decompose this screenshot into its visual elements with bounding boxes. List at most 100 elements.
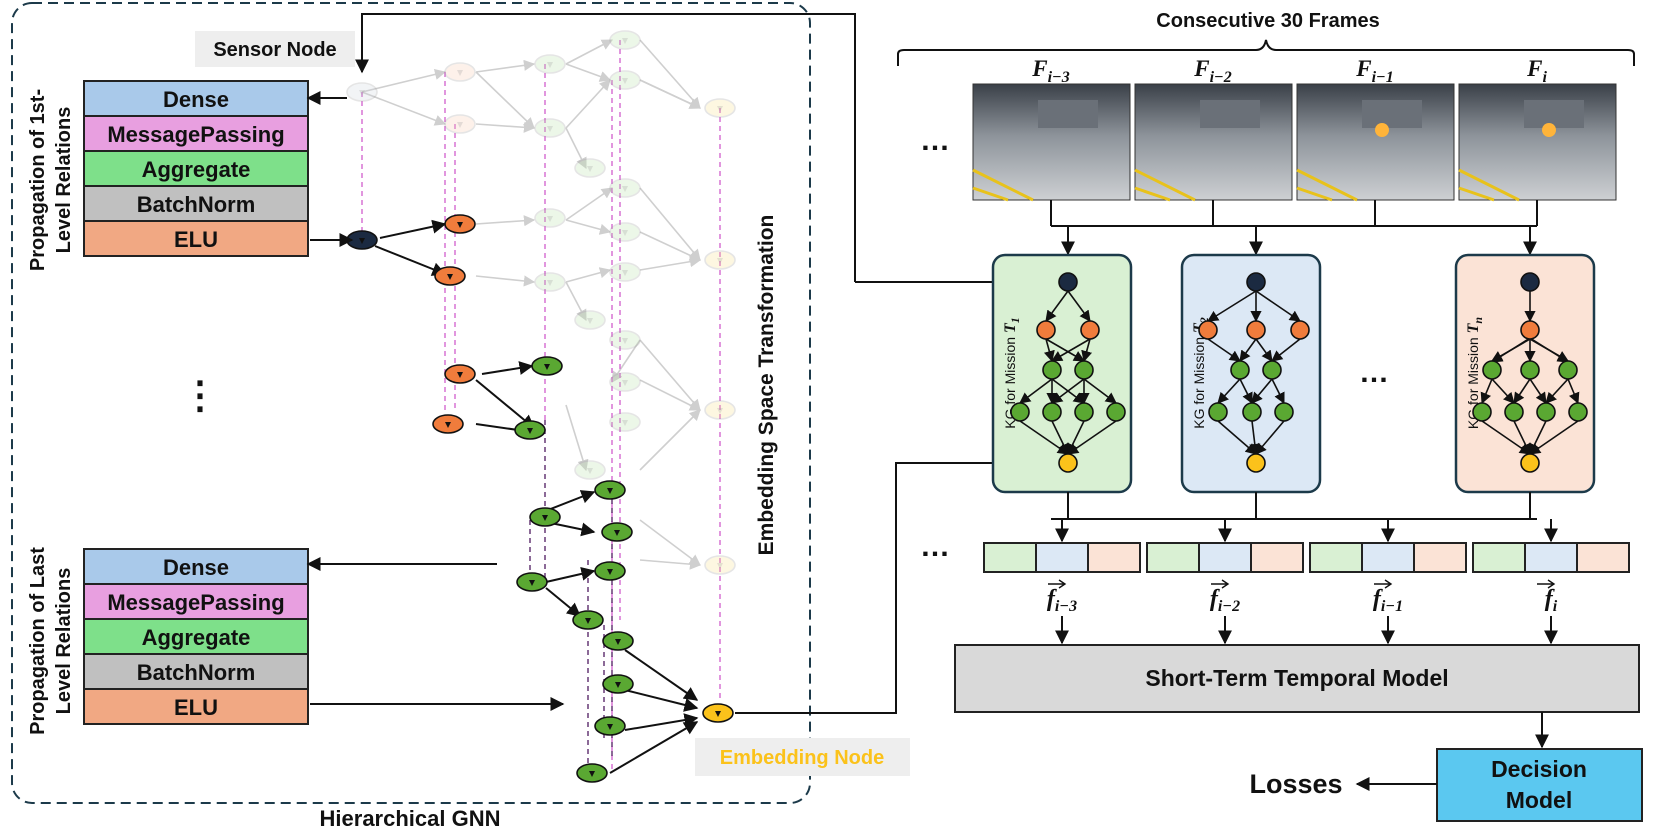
- kg-orange-node: [1246, 320, 1266, 340]
- svg-text:Propagation of Last: Propagation of Last: [27, 547, 49, 735]
- message-edge: [545, 566, 596, 583]
- decision-model-label-2: Model: [1506, 787, 1572, 813]
- green-node-marker: [607, 724, 613, 730]
- layer-messagepassing-label: MessagePassing: [107, 590, 284, 615]
- kg-green-node: [1230, 360, 1250, 380]
- faded-node: [704, 250, 736, 270]
- layer-batchnorm-box: [83, 653, 309, 690]
- feature-cell: [1361, 542, 1415, 573]
- orange-node-marker: [447, 274, 453, 280]
- feature-cell: [1035, 542, 1089, 573]
- losses-label: Losses: [1249, 769, 1342, 799]
- kg-green-node: [1242, 402, 1262, 422]
- green-node-marker: [527, 428, 533, 434]
- faded-node: [574, 158, 606, 178]
- faded-node-marker: [457, 122, 463, 128]
- kg-edge: [1529, 338, 1569, 362]
- message-edge: [624, 649, 699, 701]
- kg-green-node: [1042, 360, 1062, 380]
- message-edge: [624, 689, 699, 712]
- layer-aggregate-label: Aggregate: [142, 625, 251, 650]
- faded-node: [534, 208, 566, 228]
- kg-edge: [1081, 338, 1093, 363]
- faded-node: [534, 118, 566, 138]
- kg-sub: n: [1471, 317, 1485, 324]
- faded-node: [609, 412, 641, 432]
- faded-node: [704, 400, 736, 420]
- faded-edge: [639, 519, 701, 566]
- layer-messagepassing-label: MessagePassing: [107, 122, 284, 147]
- feature-label: fi: [1545, 586, 1558, 615]
- faded-node-marker: [587, 318, 593, 324]
- frame-label: Fi: [1526, 56, 1547, 86]
- faded-node-marker: [622, 186, 628, 192]
- kg-green-node: [1106, 402, 1126, 422]
- frame-canopy: [1038, 100, 1098, 128]
- frame-label: Fi−1: [1355, 56, 1393, 86]
- faded-node: [609, 262, 641, 282]
- faded-node: [444, 62, 476, 82]
- kg-edge: [1207, 338, 1241, 362]
- kg-edge: [1045, 338, 1085, 362]
- faded-node-marker: [622, 38, 628, 44]
- faded-node: [609, 330, 641, 350]
- faded-edge: [475, 121, 536, 133]
- kg-leaf-node: [1520, 453, 1540, 473]
- embedding-to-kg-connector: [735, 456, 1054, 714]
- kg-edge: [1480, 378, 1493, 405]
- layer-aggregate-box: [83, 618, 309, 655]
- kg-green-node: [1520, 360, 1540, 380]
- green-node-marker: [529, 580, 535, 586]
- layer-dense-label: Dense: [163, 87, 229, 112]
- message-edge: [374, 245, 447, 276]
- kg-var: T: [1002, 322, 1019, 333]
- green-node-marker: [615, 682, 621, 688]
- kg-green-node: [1208, 402, 1228, 422]
- embedding-node-marker: [715, 711, 721, 717]
- frame-road-marking: [1296, 168, 1358, 202]
- faded-node-marker: [717, 408, 723, 414]
- kg-edge: [1043, 338, 1055, 363]
- faded-node: [609, 30, 641, 50]
- kg-edge: [1207, 290, 1257, 322]
- feature-vector-0: fi−3: [983, 519, 1141, 645]
- frames-brace: [897, 39, 1635, 66]
- kg-edge: [1271, 338, 1301, 362]
- feature-cell: [1524, 542, 1578, 573]
- feature-cell: [1472, 542, 1526, 573]
- faded-edge: [639, 558, 702, 570]
- feature-label: fi−1: [1373, 586, 1403, 615]
- faded-edge: [639, 379, 702, 411]
- faded-edge: [639, 231, 702, 261]
- frame-subscript: i: [1542, 69, 1547, 86]
- faded-node: [444, 114, 476, 134]
- kg-leaf-node: [1058, 453, 1078, 473]
- svg-text:Level Relations: Level Relations: [53, 568, 75, 715]
- kg-green-node: [1558, 360, 1578, 380]
- layer-dense-box: [83, 548, 309, 585]
- kg-panel-label: KG for Mission Tn: [1465, 317, 1485, 429]
- layer-elu-label: ELU: [174, 227, 218, 252]
- kg-green-node: [1482, 360, 1502, 380]
- green-node-marker: [607, 569, 613, 575]
- kg-green-node: [1274, 402, 1294, 422]
- faded-node-marker: [547, 62, 553, 68]
- kg-green-node: [1568, 402, 1588, 422]
- frame-road-marking: [1134, 168, 1196, 202]
- message-edge: [624, 713, 699, 731]
- feature-subscript: i−2: [1218, 598, 1240, 615]
- sensor-node-label: Sensor Node: [213, 39, 336, 61]
- kg-orange-node: [1520, 320, 1540, 340]
- feature-label: fi−2: [1210, 586, 1240, 615]
- faded-edge: [565, 404, 589, 472]
- kg-edge: [1529, 420, 1579, 455]
- kg-green-node: [1262, 360, 1282, 380]
- decision-model-label-1: Decision: [1491, 756, 1587, 782]
- hierarchical-gnn-title: Hierarchical GNN: [320, 806, 501, 830]
- kg-root-node: [1058, 272, 1078, 292]
- green-node-marker: [614, 530, 620, 536]
- kg-edge: [1513, 420, 1531, 456]
- kg-leaf-node: [1246, 453, 1266, 473]
